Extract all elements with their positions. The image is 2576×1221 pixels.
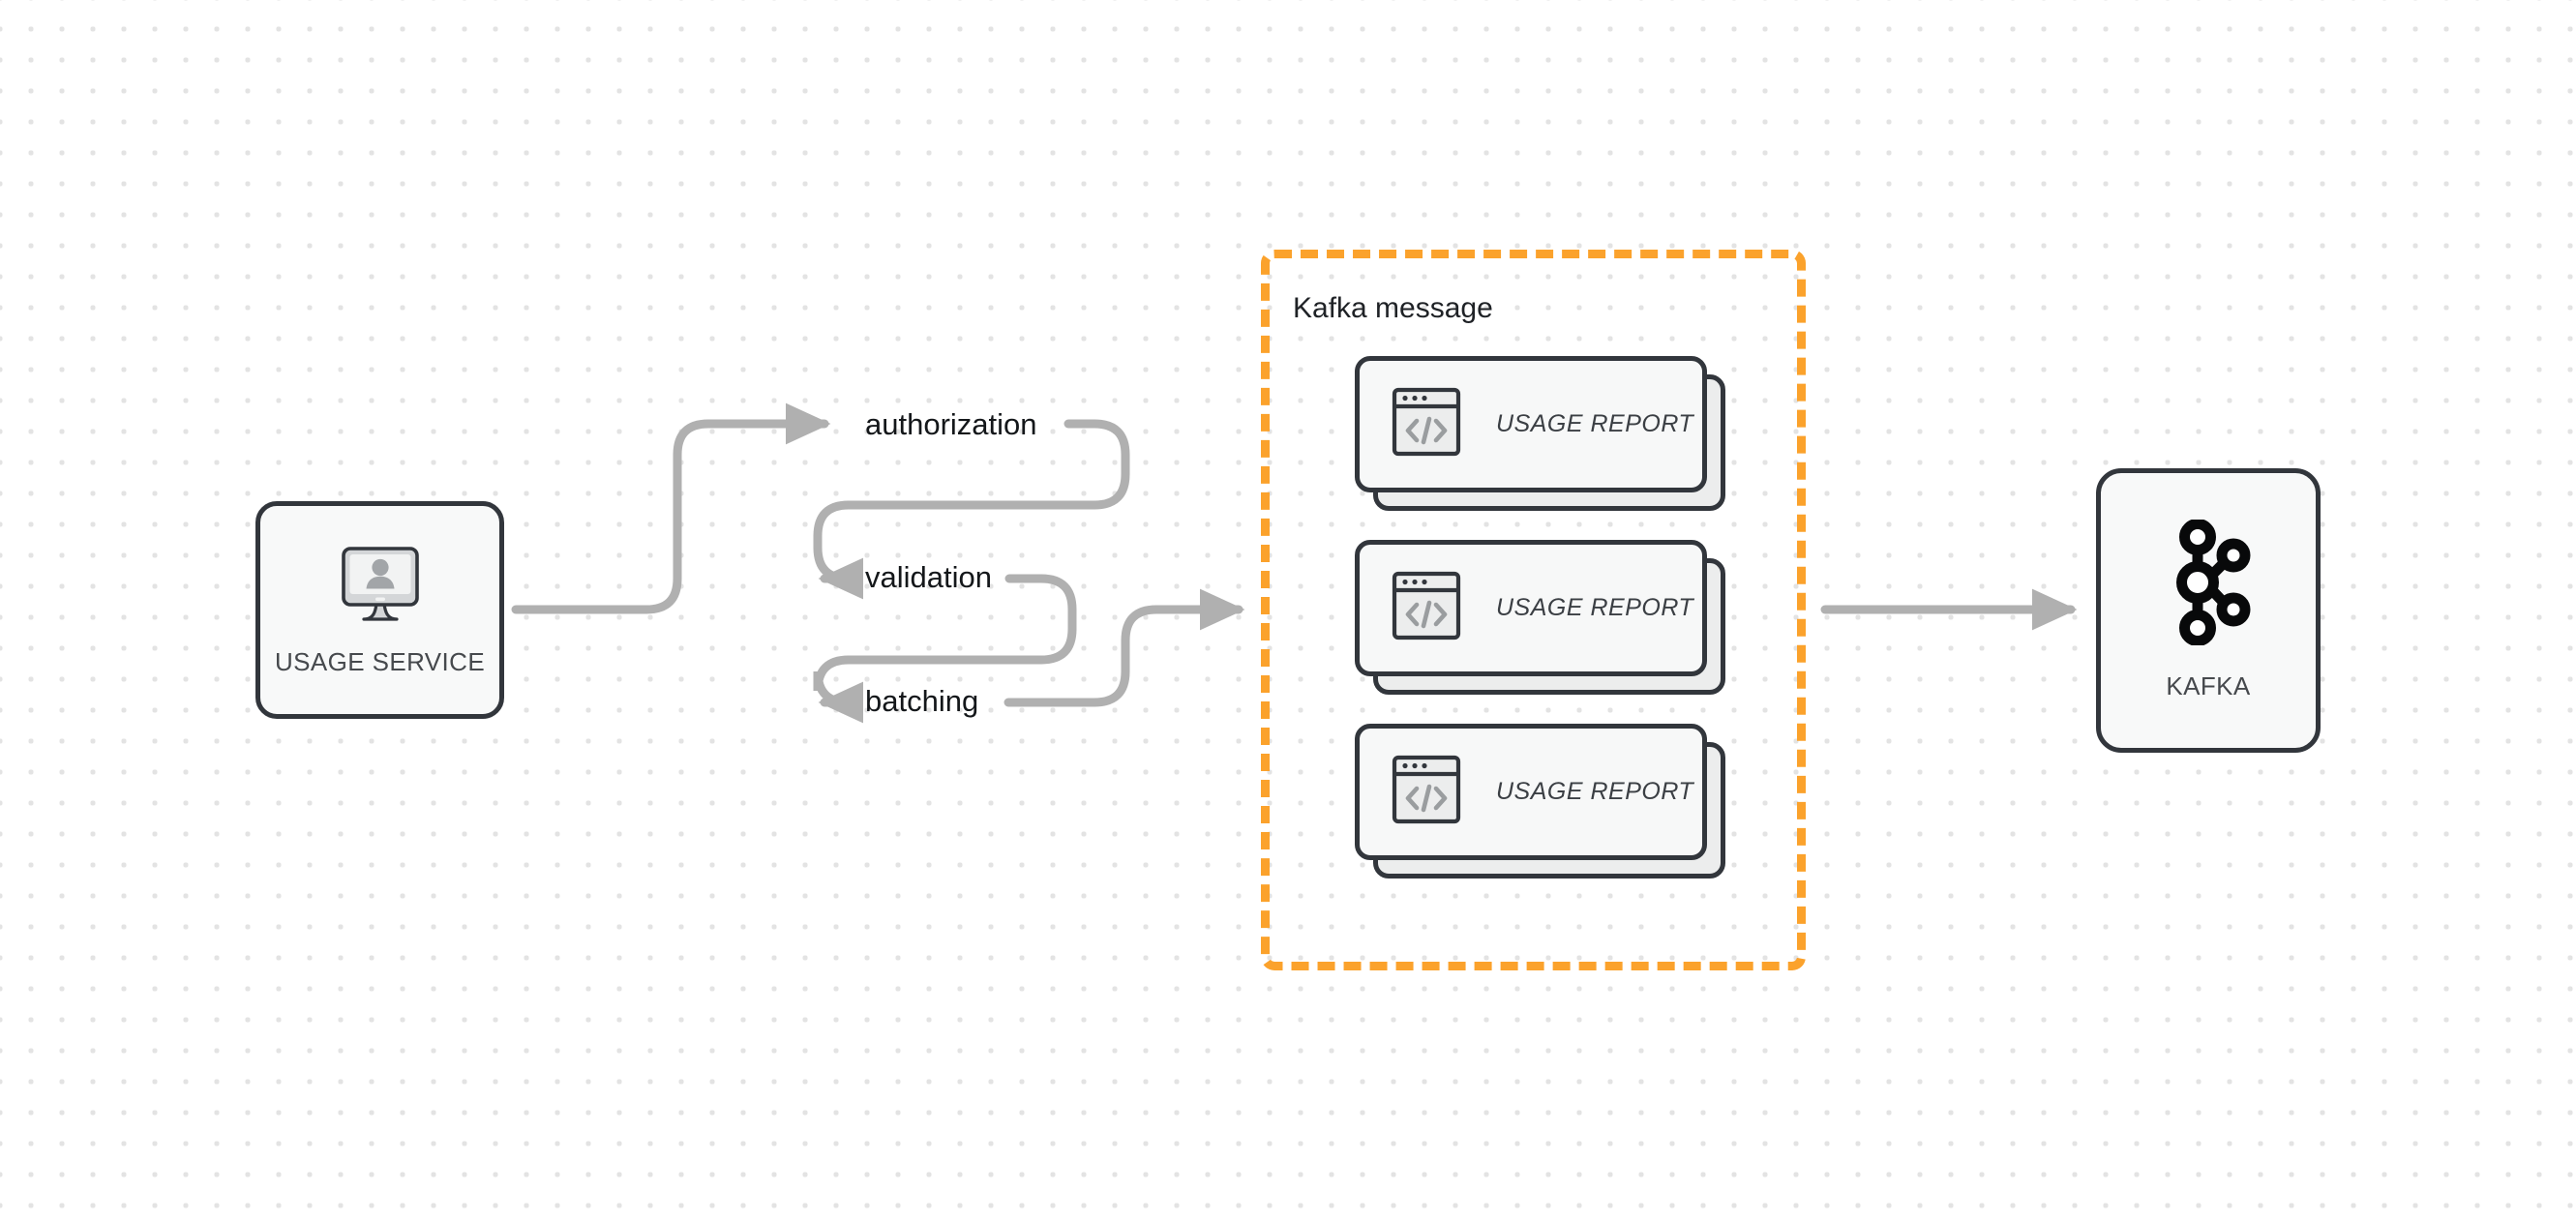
flow-label-batching: batching (865, 684, 979, 718)
flow-label-validation: validation (865, 560, 992, 594)
usage-report-card[interactable]: USAGE REPORT (1355, 540, 1725, 695)
kafka-logo-icon (2166, 519, 2251, 650)
monitor-user-icon (335, 544, 426, 632)
card-front: USAGE REPORT (1355, 724, 1707, 860)
code-window-icon (1392, 755, 1461, 829)
code-window-icon (1392, 387, 1461, 462)
group-kafka-message-title: Kafka message (1293, 292, 1493, 324)
node-usage-service[interactable]: USAGE SERVICE (255, 501, 504, 719)
group-kafka-message[interactable] (1261, 250, 1806, 970)
flow-label-authorization: authorization (865, 407, 1037, 441)
card-front: USAGE REPORT (1355, 540, 1707, 676)
node-kafka[interactable]: KAFKA (2096, 468, 2321, 753)
code-window-icon (1392, 571, 1461, 645)
edge-batching-to-kafka-message (1003, 588, 1245, 707)
usage-report-card[interactable]: USAGE REPORT (1355, 356, 1725, 511)
node-kafka-label: KAFKA (2166, 671, 2251, 700)
node-usage-service-label: USAGE SERVICE (274, 646, 486, 676)
usage-report-card-label: USAGE REPORT (1496, 778, 1694, 805)
edge-authorization-to-validation (813, 419, 1130, 600)
card-front: USAGE REPORT (1355, 356, 1707, 492)
edge-usage-service-to-authorization (511, 402, 831, 614)
usage-report-card[interactable]: USAGE REPORT (1355, 724, 1725, 879)
usage-report-card-label: USAGE REPORT (1496, 410, 1694, 437)
usage-report-card-label: USAGE REPORT (1496, 594, 1694, 621)
